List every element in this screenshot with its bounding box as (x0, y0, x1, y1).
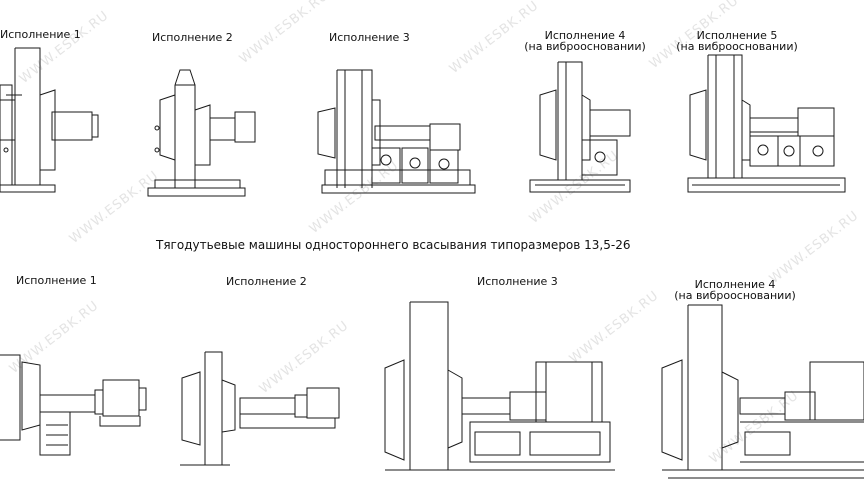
variant-label-top-4: Исполнение 4 (на виброосновании) (520, 30, 650, 52)
variant-label-top-4-title: Исполнение 4 (544, 29, 626, 42)
fan-drawing-bottom-4 (661, 304, 864, 479)
fan-drawing-bottom-2 (180, 351, 340, 466)
variant-label-top-3: Исполнение 3 (329, 31, 410, 44)
variant-label-top-2: Исполнение 2 (152, 31, 233, 44)
fan-drawing-top-3 (317, 69, 476, 194)
variant-label-top-5: Исполнение 5 (на виброосновании) (672, 30, 802, 52)
fan-drawing-top-2 (147, 69, 256, 197)
fan-drawing-bottom-1 (0, 354, 147, 456)
variant-label-bottom-4-title: Исполнение 4 (694, 278, 776, 291)
variant-label-top-5-sub: (на виброосновании) (676, 40, 798, 53)
section-title: Тягодутьевые машины одностороннего всасы… (156, 238, 631, 252)
fan-drawing-top-4 (529, 61, 631, 193)
variant-label-bottom-1: Исполнение 1 (16, 274, 97, 287)
variant-label-bottom-3: Исполнение 3 (477, 275, 558, 288)
variant-label-top-4-sub: (на виброосновании) (524, 40, 646, 53)
variant-label-top-5-title: Исполнение 5 (696, 29, 778, 42)
fan-drawing-top-1 (0, 47, 99, 193)
fan-drawing-bottom-3 (384, 301, 615, 471)
variant-label-top-1: Исполнение 1 (0, 28, 81, 41)
variant-label-bottom-4-sub: (на виброосновании) (674, 289, 796, 302)
fan-drawing-top-5 (687, 54, 846, 193)
variant-label-bottom-2: Исполнение 2 (226, 275, 307, 288)
variant-label-bottom-4: Исполнение 4 (на виброосновании) (670, 279, 800, 301)
